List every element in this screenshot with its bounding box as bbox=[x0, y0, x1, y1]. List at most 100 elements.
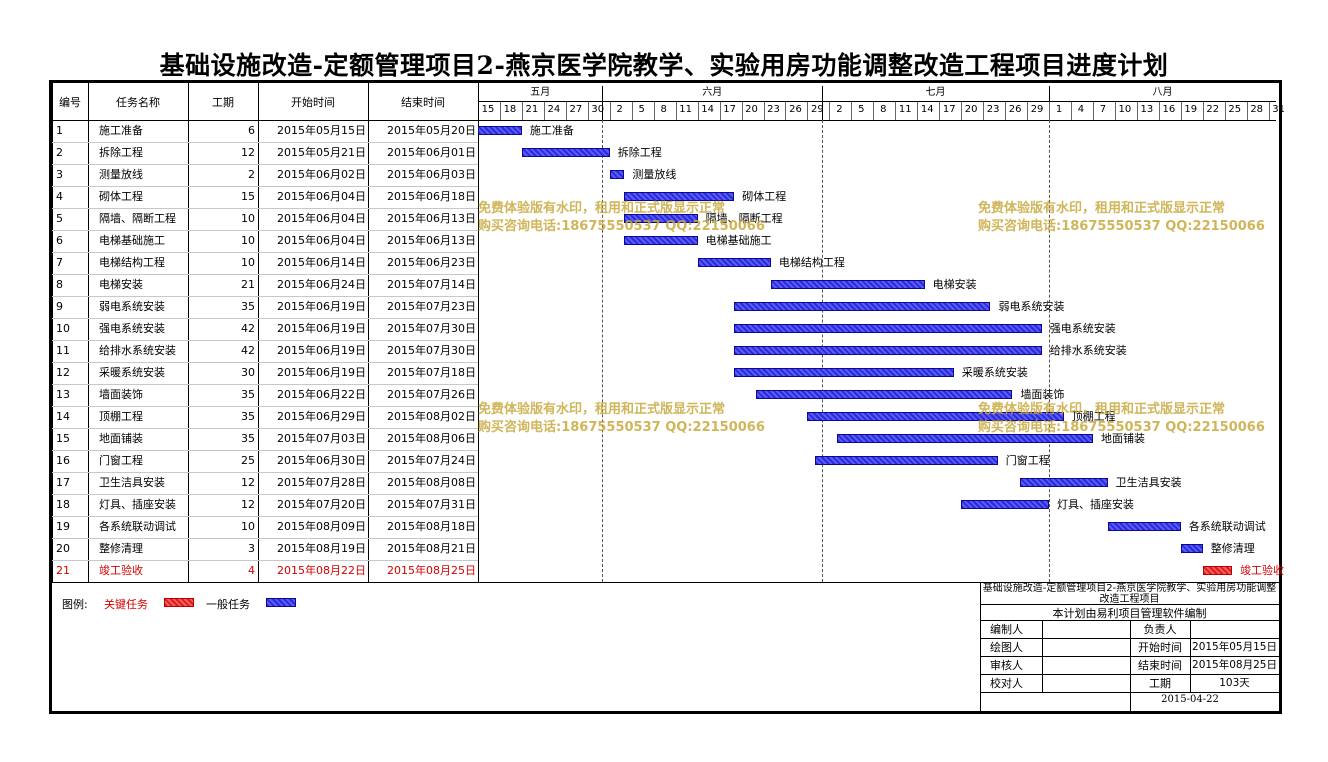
row-line bbox=[52, 428, 478, 429]
task-bar-label: 顶棚工程 bbox=[1071, 410, 1116, 423]
task-id: 14 bbox=[56, 410, 70, 423]
task-id: 20 bbox=[56, 542, 70, 555]
row-line bbox=[52, 164, 478, 165]
day-tick bbox=[565, 102, 567, 120]
task-start: 2015年06月19日 bbox=[277, 300, 366, 313]
day-tick bbox=[719, 102, 721, 120]
day-label: 2 bbox=[616, 104, 623, 115]
task-bar bbox=[1180, 544, 1203, 553]
day-tick bbox=[873, 102, 875, 120]
task-id: 18 bbox=[56, 498, 70, 511]
task-duration: 12 bbox=[241, 498, 255, 511]
task-end: 2015年07月24日 bbox=[387, 454, 476, 467]
task-id: 9 bbox=[56, 300, 63, 313]
day-label: 20 bbox=[964, 104, 978, 115]
row-line bbox=[52, 560, 478, 561]
task-bar-label: 地面铺装 bbox=[1100, 432, 1145, 445]
task-duration: 4 bbox=[248, 564, 255, 577]
legend-critical-swatch bbox=[164, 598, 194, 607]
task-duration: 10 bbox=[241, 520, 255, 533]
task-bar-label: 测量放线 bbox=[632, 168, 677, 181]
footer-col-border bbox=[1130, 620, 1131, 692]
day-tick bbox=[763, 102, 765, 120]
footer-owner: 负责人 bbox=[1143, 623, 1177, 636]
row-line bbox=[52, 296, 478, 297]
task-start: 2015年06月04日 bbox=[277, 212, 366, 225]
day-label: 19 bbox=[1184, 104, 1198, 115]
day-label: 23 bbox=[986, 104, 1000, 115]
task-end: 2015年08月02日 bbox=[387, 410, 476, 423]
task-name: 各系统联动调试 bbox=[99, 520, 176, 533]
task-duration: 42 bbox=[241, 322, 255, 335]
day-label: 22 bbox=[1206, 104, 1220, 115]
footer-start_value: 2015年05月15日 bbox=[1192, 641, 1277, 653]
task-name: 弱电系统安装 bbox=[99, 300, 165, 313]
header-bottom-line bbox=[52, 120, 1276, 121]
task-bar bbox=[1019, 478, 1108, 487]
row-line bbox=[52, 274, 478, 275]
day-tick bbox=[1224, 102, 1226, 120]
task-start: 2015年05月15日 bbox=[277, 124, 366, 137]
task-id: 11 bbox=[56, 344, 70, 357]
task-start: 2015年06月19日 bbox=[277, 366, 366, 379]
day-tick bbox=[609, 102, 611, 120]
task-bar-label: 采暖系统安装 bbox=[961, 366, 1028, 379]
day-label: 26 bbox=[789, 104, 802, 115]
task-name: 强电系统安装 bbox=[99, 322, 165, 335]
task-id: 21 bbox=[56, 564, 70, 577]
task-id: 4 bbox=[56, 190, 63, 203]
day-tick bbox=[653, 102, 655, 120]
day-tick bbox=[697, 102, 699, 120]
month-separator bbox=[1049, 120, 1051, 582]
task-name: 给排水系统安装 bbox=[99, 344, 176, 357]
task-start: 2015年06月30日 bbox=[277, 454, 366, 467]
task-name: 卫生洁具安装 bbox=[99, 476, 165, 489]
task-duration: 25 bbox=[241, 454, 255, 467]
day-label: 15 bbox=[481, 104, 495, 115]
task-duration: 10 bbox=[241, 212, 255, 225]
gantt-frame bbox=[49, 80, 1282, 714]
header-name: 任务名称 bbox=[116, 96, 160, 109]
page-title: 基础设施改造-定额管理项目2-燕京医学院教学、实验用房功能调整改造工程项目进度计… bbox=[159, 51, 1169, 80]
task-start: 2015年06月29日 bbox=[277, 410, 366, 423]
task-bar-label: 砌体工程 bbox=[742, 190, 787, 203]
task-bar bbox=[756, 390, 1013, 399]
task-name: 地面铺装 bbox=[99, 432, 143, 445]
task-duration: 35 bbox=[241, 388, 255, 401]
task-bar bbox=[1202, 566, 1233, 575]
row-line bbox=[52, 208, 478, 209]
task-name: 墙面装饰 bbox=[99, 388, 143, 401]
task-bar-label: 电梯安装 bbox=[932, 278, 977, 291]
day-tick bbox=[1071, 102, 1072, 120]
day-label: 14 bbox=[920, 104, 934, 115]
task-bar bbox=[734, 302, 991, 311]
day-tick bbox=[1049, 102, 1051, 120]
row-line bbox=[52, 472, 478, 473]
watermark-line: 购买咨询电话:18675550537 QQ:22150066 bbox=[978, 420, 1265, 435]
task-bar bbox=[961, 500, 1050, 509]
task-name: 门窗工程 bbox=[99, 454, 143, 467]
task-bar-label: 弱电系统安装 bbox=[998, 300, 1065, 313]
task-start: 2015年07月03日 bbox=[277, 432, 366, 445]
day-tick bbox=[1005, 102, 1007, 120]
task-bar-label: 拆除工程 bbox=[617, 146, 662, 159]
row-line bbox=[52, 538, 478, 539]
task-bar bbox=[734, 346, 1042, 355]
day-label: 18 bbox=[503, 104, 517, 115]
task-end: 2015年07月26日 bbox=[387, 388, 476, 401]
task-name: 拆除工程 bbox=[99, 146, 143, 159]
month-separator bbox=[602, 120, 604, 582]
task-id: 17 bbox=[56, 476, 70, 489]
day-label: 31 bbox=[1272, 104, 1286, 115]
day-tick bbox=[939, 102, 941, 120]
row-line bbox=[52, 494, 478, 495]
table-col-border bbox=[188, 83, 189, 582]
task-end: 2015年08月08日 bbox=[387, 476, 476, 489]
task-start: 2015年06月22日 bbox=[277, 388, 366, 401]
day-label: 21 bbox=[525, 104, 539, 115]
day-label: 8 bbox=[660, 104, 667, 115]
day-label: 1 bbox=[1055, 104, 1063, 115]
legend-label: 图例: bbox=[62, 598, 88, 611]
header-id: 编号 bbox=[59, 96, 81, 109]
month-label: 五月 bbox=[530, 87, 551, 98]
